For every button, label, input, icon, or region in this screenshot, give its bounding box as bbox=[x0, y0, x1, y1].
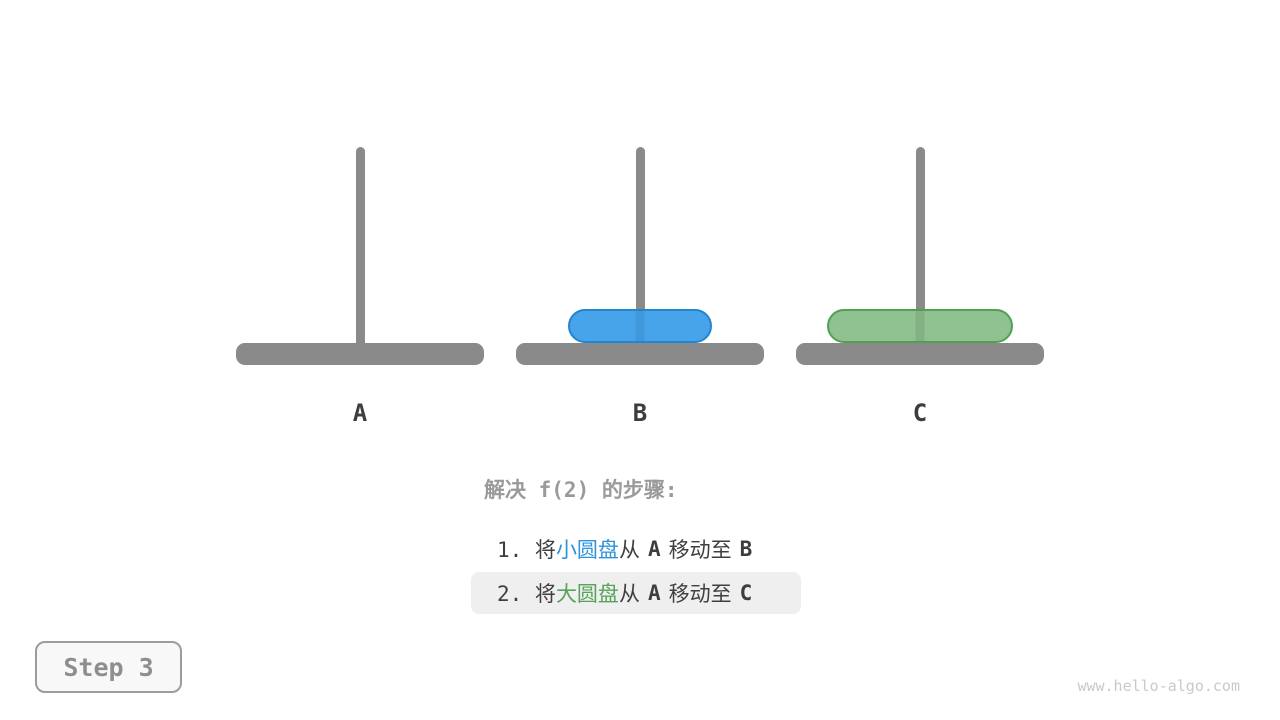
step-2-after-disk: 从 bbox=[618, 582, 640, 606]
step-1-disk-name: 小圆盘 bbox=[555, 538, 619, 562]
step-2-disk-name: 大圆盘 bbox=[555, 582, 619, 606]
step-2-from-peg: A bbox=[647, 581, 661, 605]
step-2-to-peg: C bbox=[739, 581, 753, 605]
steps-title: 解决 f(2) 的步骤: bbox=[484, 478, 678, 502]
tower-a-pole bbox=[355, 147, 365, 355]
step-1-intro: 1. 将 bbox=[497, 538, 556, 562]
step-2-intro: 2. 将 bbox=[497, 582, 556, 606]
tower-a-base bbox=[236, 343, 484, 365]
tower-b-base bbox=[516, 343, 764, 365]
step-1-move: 移动至 bbox=[668, 538, 732, 562]
step-1-from-peg: A bbox=[647, 537, 661, 561]
tower-c-label: C bbox=[912, 399, 928, 427]
tower-c-pole bbox=[915, 147, 925, 355]
tower-b-pole bbox=[635, 147, 645, 355]
tower-b-label: B bbox=[632, 399, 648, 427]
tower-a-label: A bbox=[352, 399, 368, 427]
step-badge: Step 3 bbox=[35, 641, 182, 693]
step-1-after-disk: 从 bbox=[618, 538, 640, 562]
step-2-move: 移动至 bbox=[668, 582, 732, 606]
watermark: www.hello-algo.com bbox=[1077, 677, 1240, 695]
large-disk bbox=[827, 309, 1013, 343]
small-disk bbox=[568, 309, 712, 343]
tower-c-base bbox=[796, 343, 1044, 365]
step-1-to-peg: B bbox=[739, 537, 753, 561]
